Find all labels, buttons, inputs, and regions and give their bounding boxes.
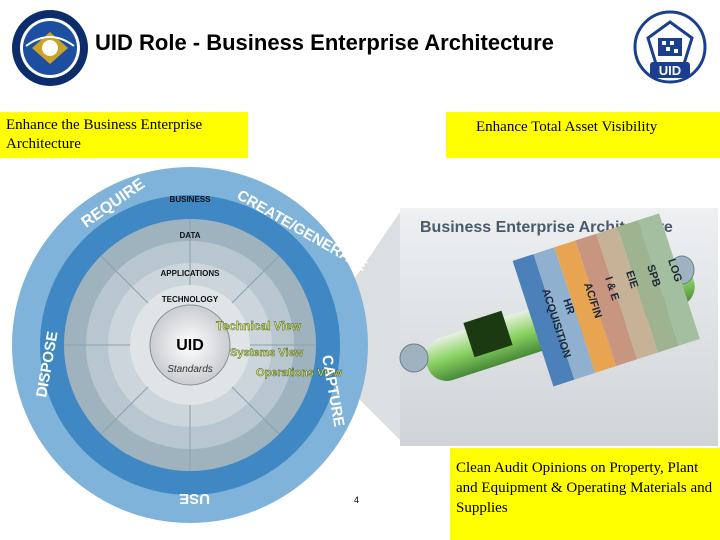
phase-label: USE (179, 490, 210, 507)
cylinder-band (554, 240, 617, 373)
uid-logo-icon: UID (633, 10, 707, 84)
wheel-spokes (64, 219, 316, 471)
uid-logo-text: UID (659, 63, 681, 78)
title-bar: UID Role - Business Enterprise Architect… (0, 0, 720, 92)
wheel-core (149, 304, 231, 386)
ring-label: Standards (167, 364, 213, 375)
bea-diagram: Business Enterprise Architecture ACQUISI… (12, 167, 718, 523)
cylinder-label: EIE (623, 269, 640, 290)
bea-cylinder (512, 213, 700, 387)
view-label: Systems View (230, 347, 304, 359)
callout-audit-opinions: Clean Audit Opinions on Property, Plant … (450, 448, 720, 540)
cylinder-band (617, 220, 679, 353)
lifecycle-wheel: UID Standards TECHNOLOGY APPLICATIONS DA… (12, 167, 370, 523)
view-label: Operations View (256, 367, 342, 379)
tube-cap-left (399, 343, 429, 373)
page-number: 4 (354, 495, 360, 505)
page-title: UID Role - Business Enterprise Architect… (95, 30, 554, 55)
callout-asset-visibility: Enhance Total Asset Visibility (446, 112, 720, 158)
ring-label: APPLICATIONS (161, 269, 221, 278)
ring-label: DATA (179, 231, 200, 240)
cylinder-label: HR (560, 297, 576, 316)
cylinder-band (596, 226, 659, 360)
ring-label: BUSINESS (170, 195, 212, 204)
cylinder-band (533, 247, 596, 380)
ring-label: TECHNOLOGY (162, 295, 219, 304)
dod-seal-icon (12, 10, 88, 86)
view-label: Technical View (216, 319, 302, 333)
cylinder-band (512, 254, 575, 387)
cylinder-band (575, 233, 638, 367)
datamatrix-icon (463, 310, 513, 358)
wheel-center-label: UID (176, 337, 204, 354)
cylinder-band (638, 213, 700, 346)
callout-business-enterprise: Enhance the Business Enterprise Architec… (0, 112, 248, 158)
